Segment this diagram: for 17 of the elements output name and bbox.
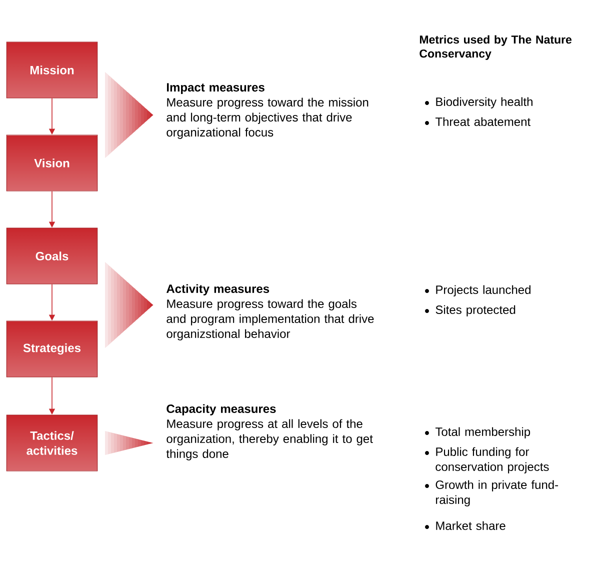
metric-item: Public funding for conservation projects [436, 447, 549, 474]
process-box: Mission [6, 42, 98, 98]
metric-item: Growth in private fund-raising [436, 480, 558, 506]
metric-item: Sites protected [436, 305, 516, 316]
column-heading: Metrics used by The Nature Conservancy [420, 35, 572, 60]
measure-text: Impact measures Measure progress toward the mission and long-term objectives that drive organizational focus [166, 83, 368, 139]
process-box: Goals [6, 228, 98, 284]
measure-text: Activity measures Measure progress toward the goals and program implementation that drive organizstional behavior [166, 284, 374, 340]
measure-text: Capacity measures Measure progress at all levels of the organization, thereby enabling it to get things done [166, 404, 373, 460]
metric-item: Projects launched [436, 285, 530, 296]
process-box: Tactics/ activities [6, 414, 98, 472]
process-box: Vision [6, 134, 98, 192]
metric-item: Biodiversity health [436, 97, 532, 108]
process-box: Strategies [6, 320, 98, 378]
metric-item: Market share [436, 521, 506, 530]
metric-item: Threat abatement [435, 117, 530, 126]
metric-item: Total membership [435, 427, 530, 438]
